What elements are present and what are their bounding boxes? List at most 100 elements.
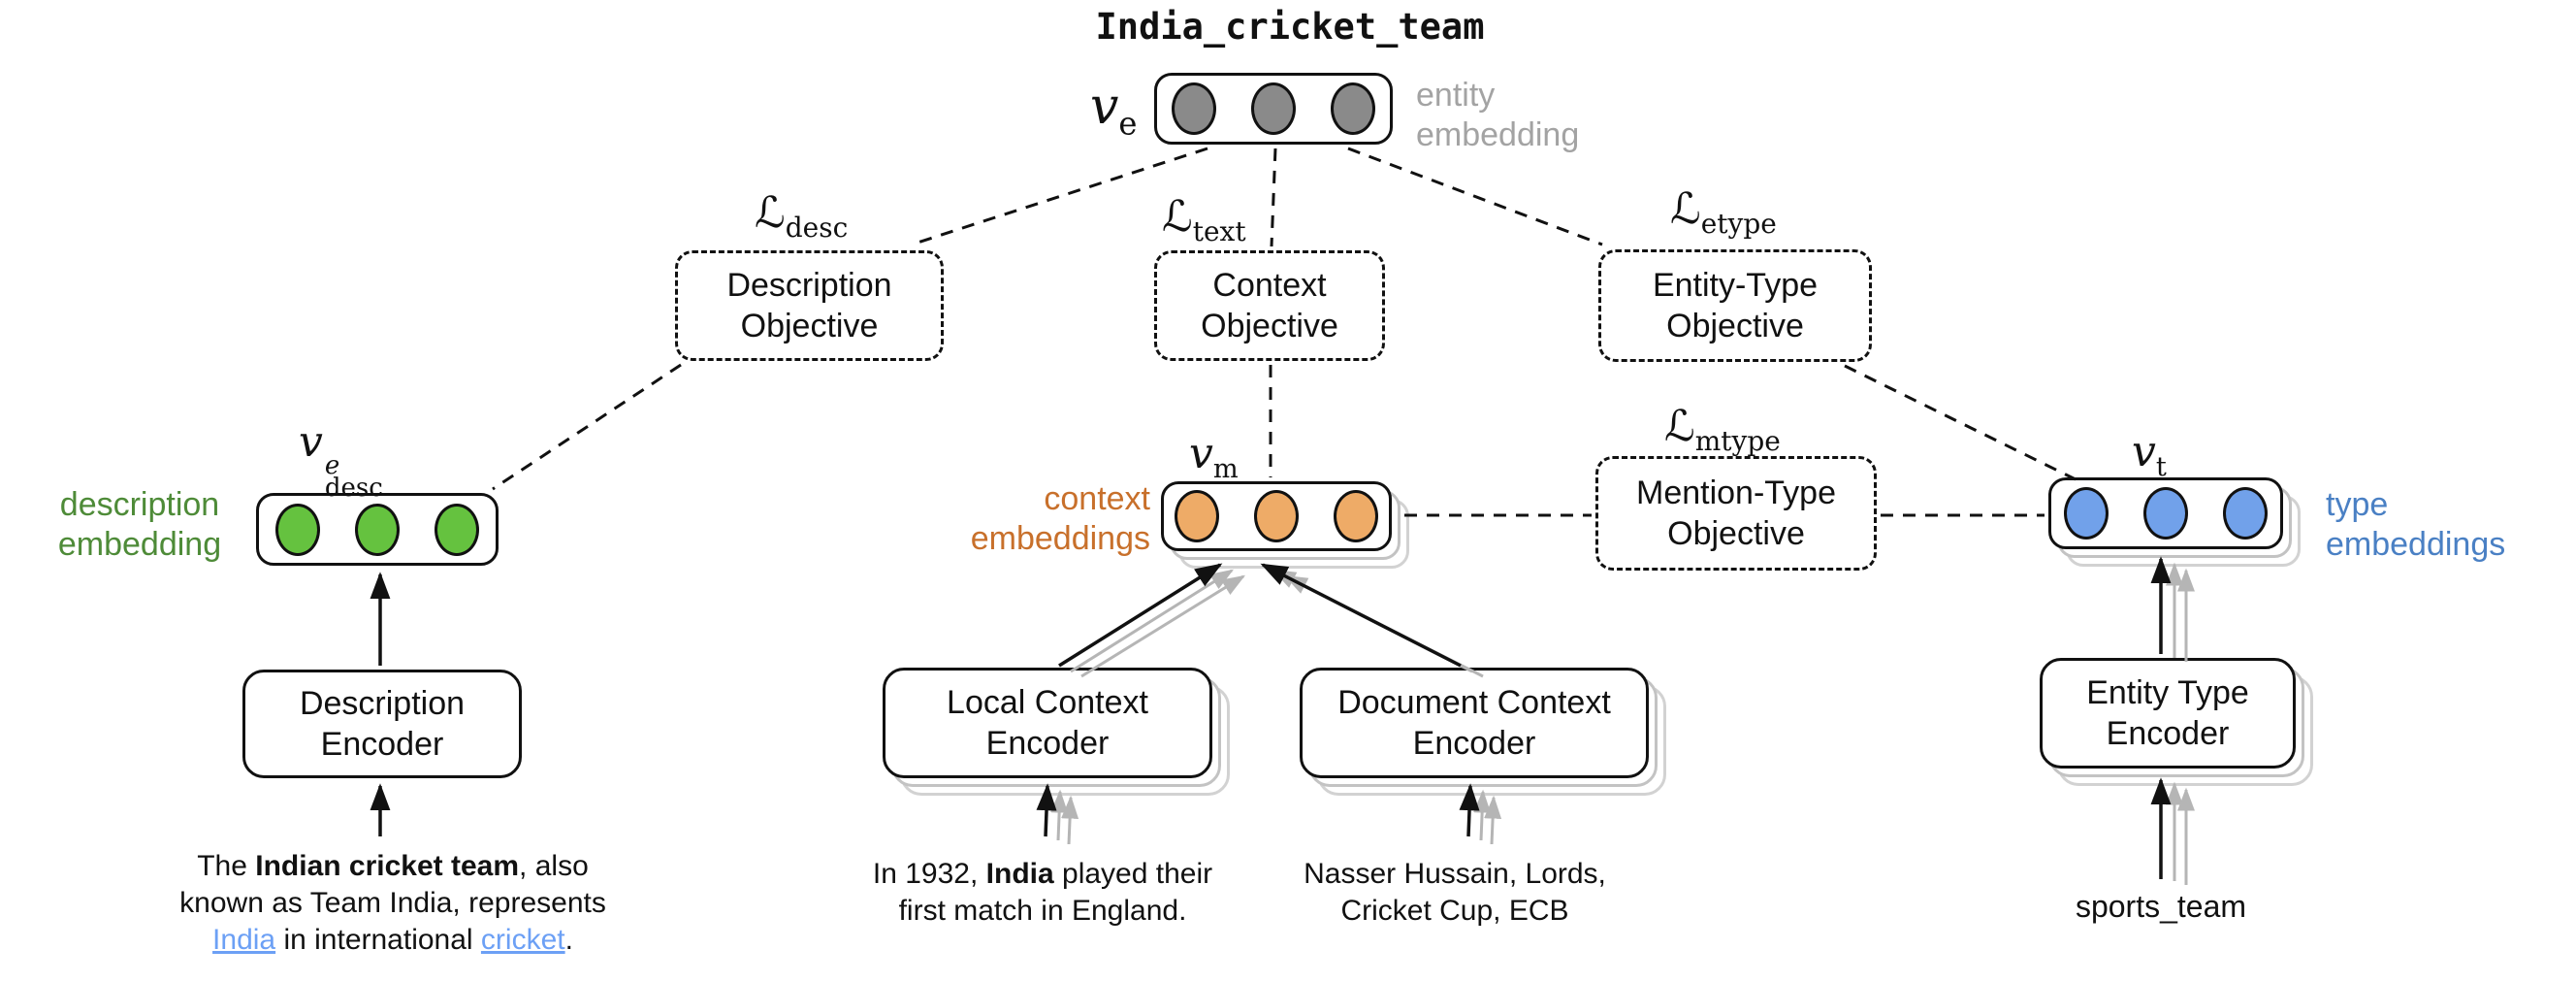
context-embedding-box (1161, 481, 1392, 551)
local-context-input-text: In 1932, India played their first match … (805, 856, 1280, 930)
description-dot (435, 503, 479, 556)
type-embeddings-label: type embeddings (2326, 485, 2505, 565)
local-context-line2: first match in England. (898, 895, 1187, 927)
ve-var: v (1090, 78, 1119, 136)
text-segment: in international (275, 924, 481, 956)
loss-text-label: ℒtext (1162, 192, 1246, 247)
type-embeddings-label-line1: type (2326, 486, 2389, 523)
ve-sub: e (1118, 105, 1138, 143)
description-encoder-box: Description Encoder (242, 670, 522, 778)
description-input-text: The Indian cricket team, also known as T… (92, 848, 693, 959)
vt-sub: t (2155, 451, 2167, 482)
loss-etype-label: ℒetype (1670, 184, 1777, 240)
context-dot (1254, 490, 1299, 542)
context-objective-line2: Objective (1201, 308, 1338, 344)
entity-embedding-label-line1: entity (1416, 77, 1496, 114)
ve-var-label: ve (1090, 78, 1137, 142)
cricket-link[interactable]: cricket (480, 924, 565, 956)
entity-dot (1331, 82, 1375, 135)
context-objective-box: Context Objective (1154, 250, 1385, 361)
description-dot (355, 503, 400, 556)
type-embedding-box (2048, 477, 2283, 549)
entity-embedding-label-line2: embedding (1416, 116, 1580, 153)
vm-var-label: vm (1189, 429, 1239, 484)
mention-type-objective-line1: Mention-Type (1636, 475, 1836, 511)
india-link[interactable]: India (212, 924, 276, 956)
description-dot (275, 503, 320, 556)
context-objective-line1: Context (1212, 267, 1327, 304)
type-dot (2143, 487, 2188, 540)
vdesc-var: v (299, 417, 323, 467)
entity-type-objective-line2: Objective (1666, 308, 1804, 344)
text-segment: . (564, 924, 573, 956)
document-context-encoder-line1: Document Context (1337, 684, 1611, 721)
loss-desc-sub: desc (785, 211, 849, 244)
vm-sub: m (1212, 453, 1239, 484)
context-embeddings-label-line1: context (1044, 480, 1150, 517)
description-input-line2: known as Team India, represents (179, 887, 606, 919)
entity-dot (1172, 82, 1216, 135)
vm-var: v (1189, 429, 1213, 478)
loss-symbol: ℒ (1162, 192, 1193, 242)
loss-etype-sub: etype (1700, 207, 1777, 240)
type-name-input: sports_team (2075, 889, 2247, 924)
mention-type-objective-line2: Objective (1667, 515, 1805, 552)
entity-name-title: India_cricket_team (1095, 6, 1485, 48)
loss-symbol: ℒ (755, 188, 786, 238)
description-objective-line2: Objective (740, 308, 879, 344)
entity-type-encoder-box: Entity Type Encoder (2040, 658, 2296, 769)
context-dot (1175, 490, 1219, 542)
entity-type-encoder-line2: Encoder (2106, 715, 2230, 752)
document-context-line1: Nasser Hussain, Lords, (1304, 858, 1606, 890)
description-embedding-label-line2: embedding (57, 526, 222, 563)
entity-embedding-label: entity embedding (1416, 76, 1579, 155)
document-context-line2: Cricket Cup, ECB (1340, 895, 1569, 927)
description-embedding-label: description embedding (33, 485, 246, 565)
type-embeddings-label-line2: embeddings (2326, 526, 2506, 563)
description-input-line3: India in international cricket. (92, 922, 693, 959)
description-input-line1: The Indian cricket team, also (92, 848, 693, 885)
loss-desc-label: ℒdesc (755, 188, 848, 244)
entity-mention-bold: India (985, 858, 1054, 890)
description-encoder-line2: Encoder (320, 726, 444, 763)
context-embeddings-label-line2: embeddings (970, 520, 1150, 557)
text-segment: , also (519, 850, 589, 882)
vt-var-label: vt (2132, 427, 2167, 482)
text-segment: played their (1053, 858, 1213, 890)
entity-dot (1251, 82, 1296, 135)
local-context-encoder-box: Local Context Encoder (883, 668, 1212, 778)
type-dot (2223, 487, 2268, 540)
text-segment: The (197, 850, 256, 882)
context-embeddings-label: context embeddings (902, 479, 1150, 559)
description-embedding-box (256, 493, 499, 566)
document-context-input-text: Nasser Hussain, Lords, Cricket Cup, ECB (1246, 856, 1663, 930)
mention-type-objective-box: Mention-Type Objective (1595, 456, 1877, 571)
context-dot (1334, 490, 1378, 542)
loss-symbol: ℒ (1670, 184, 1701, 234)
entity-type-encoder-line1: Entity Type (2086, 674, 2249, 711)
local-context-line1: In 1932, India played their (805, 856, 1280, 893)
description-encoder-line1: Description (299, 685, 466, 722)
vdesc-sub: desc (324, 474, 383, 504)
description-objective-box: Description Objective (675, 250, 944, 361)
black-arrows (370, 556, 2172, 879)
document-context-encoder-line2: Encoder (1412, 725, 1536, 762)
loss-mtype-label: ℒmtype (1664, 402, 1781, 457)
description-embedding-label-line1: description (59, 486, 220, 523)
local-context-encoder-line1: Local Context (947, 684, 1148, 721)
loss-text-sub: text (1192, 214, 1246, 247)
entity-type-objective-line1: Entity-Type (1652, 267, 1819, 304)
description-objective-line1: Description (726, 267, 892, 304)
document-context-encoder-box: Document Context Encoder (1300, 668, 1649, 778)
entity-mention-bold: Indian cricket team (255, 850, 520, 882)
loss-symbol: ℒ (1664, 402, 1695, 451)
text-segment: In 1932, (872, 858, 986, 890)
vt-var: v (2132, 427, 2156, 476)
type-dot (2064, 487, 2109, 540)
vdesc-sup: e (324, 451, 340, 480)
entity-type-objective-box: Entity-Type Objective (1598, 249, 1872, 362)
local-context-encoder-line2: Encoder (985, 725, 1110, 762)
entity-embedding-box (1154, 73, 1393, 145)
